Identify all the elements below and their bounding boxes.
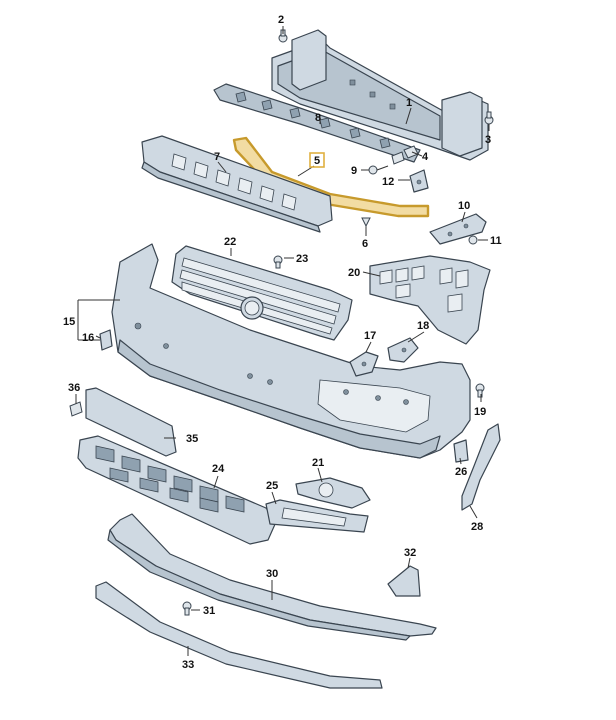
- part-7-impact-absorber: [141, 135, 333, 233]
- part-25-fog-light-trim: [265, 499, 369, 533]
- part-22-radiator-grille: [171, 245, 353, 341]
- callout-16[interactable]: 16: [82, 332, 94, 344]
- callout-8[interactable]: 8: [315, 112, 321, 124]
- callout-35[interactable]: 35: [186, 433, 198, 445]
- part-15-bumper-cover: [111, 243, 471, 459]
- part-32-bracket: [387, 565, 421, 597]
- callout-3[interactable]: 3: [485, 134, 491, 146]
- part-11-nut: [468, 235, 478, 245]
- part-28-side-trim: [461, 423, 501, 511]
- part-26-bracket: [453, 439, 469, 463]
- part-23-screw: [273, 255, 283, 269]
- callout-36[interactable]: 36: [68, 382, 80, 394]
- callout-2[interactable]: 2: [278, 14, 284, 26]
- part-10-side-bracket: [429, 213, 487, 245]
- part-35-license-plate-holder: [85, 387, 177, 457]
- part-19-screw: [475, 383, 485, 398]
- callout-21[interactable]: 21: [312, 457, 324, 469]
- callout-4[interactable]: 4: [422, 151, 429, 163]
- part-9-screw: [368, 165, 389, 175]
- callout-labels: 1 2 3 4 5 6 7 8 9 10 11 12 15 16 17 18 1…: [63, 14, 502, 671]
- callout-15[interactable]: 15: [63, 316, 75, 328]
- callout-26[interactable]: 26: [455, 466, 467, 478]
- part-21-fog-light-bracket: [295, 477, 371, 509]
- part-16-cap: [99, 329, 113, 351]
- callout-5-highlight-box: [309, 152, 325, 168]
- part-17-sensor-holder: [349, 351, 379, 377]
- callout-24[interactable]: 24: [212, 463, 225, 475]
- callout-28[interactable]: 28: [471, 521, 483, 533]
- part-30-lower-spoiler: [107, 513, 437, 641]
- callout-23[interactable]: 23: [296, 253, 308, 265]
- part-24-lower-grille: [77, 435, 277, 545]
- callout-9[interactable]: 9: [351, 165, 357, 177]
- callout-32[interactable]: 32: [404, 547, 416, 559]
- callout-20[interactable]: 20: [348, 267, 360, 279]
- part-4-clip: [391, 145, 419, 165]
- leader-lines: [75, 26, 490, 656]
- callout-22[interactable]: 22: [224, 236, 236, 248]
- callout-12[interactable]: 12: [382, 176, 394, 188]
- callout-10[interactable]: 10: [458, 200, 470, 212]
- callout-19[interactable]: 19: [474, 406, 486, 418]
- callout-7[interactable]: 7: [214, 151, 220, 163]
- callout-5[interactable]: 5: [314, 155, 320, 167]
- part-36-clip: [69, 401, 83, 417]
- part-1-bumper-reinforcement: [271, 29, 489, 161]
- callout-1[interactable]: 1: [406, 97, 412, 109]
- callout-33[interactable]: 33: [182, 659, 194, 671]
- callout-30[interactable]: 30: [266, 568, 278, 580]
- callout-31[interactable]: 31: [203, 605, 215, 617]
- part-8-upper-absorber: [213, 83, 421, 163]
- callout-17[interactable]: 17: [364, 330, 376, 342]
- callout-6[interactable]: 6: [362, 238, 368, 250]
- part-12-bracket: [409, 169, 429, 193]
- callout-25[interactable]: 25: [266, 480, 278, 492]
- part-3-bolt: [484, 111, 494, 125]
- callout-18[interactable]: 18: [417, 320, 429, 332]
- callout-11[interactable]: 11: [490, 235, 502, 247]
- part-18-sensor-holder: [387, 337, 419, 363]
- part-31-screw: [182, 601, 192, 616]
- part-33-lower-lip: [95, 581, 383, 689]
- part-20-bracket-frame: [369, 255, 491, 345]
